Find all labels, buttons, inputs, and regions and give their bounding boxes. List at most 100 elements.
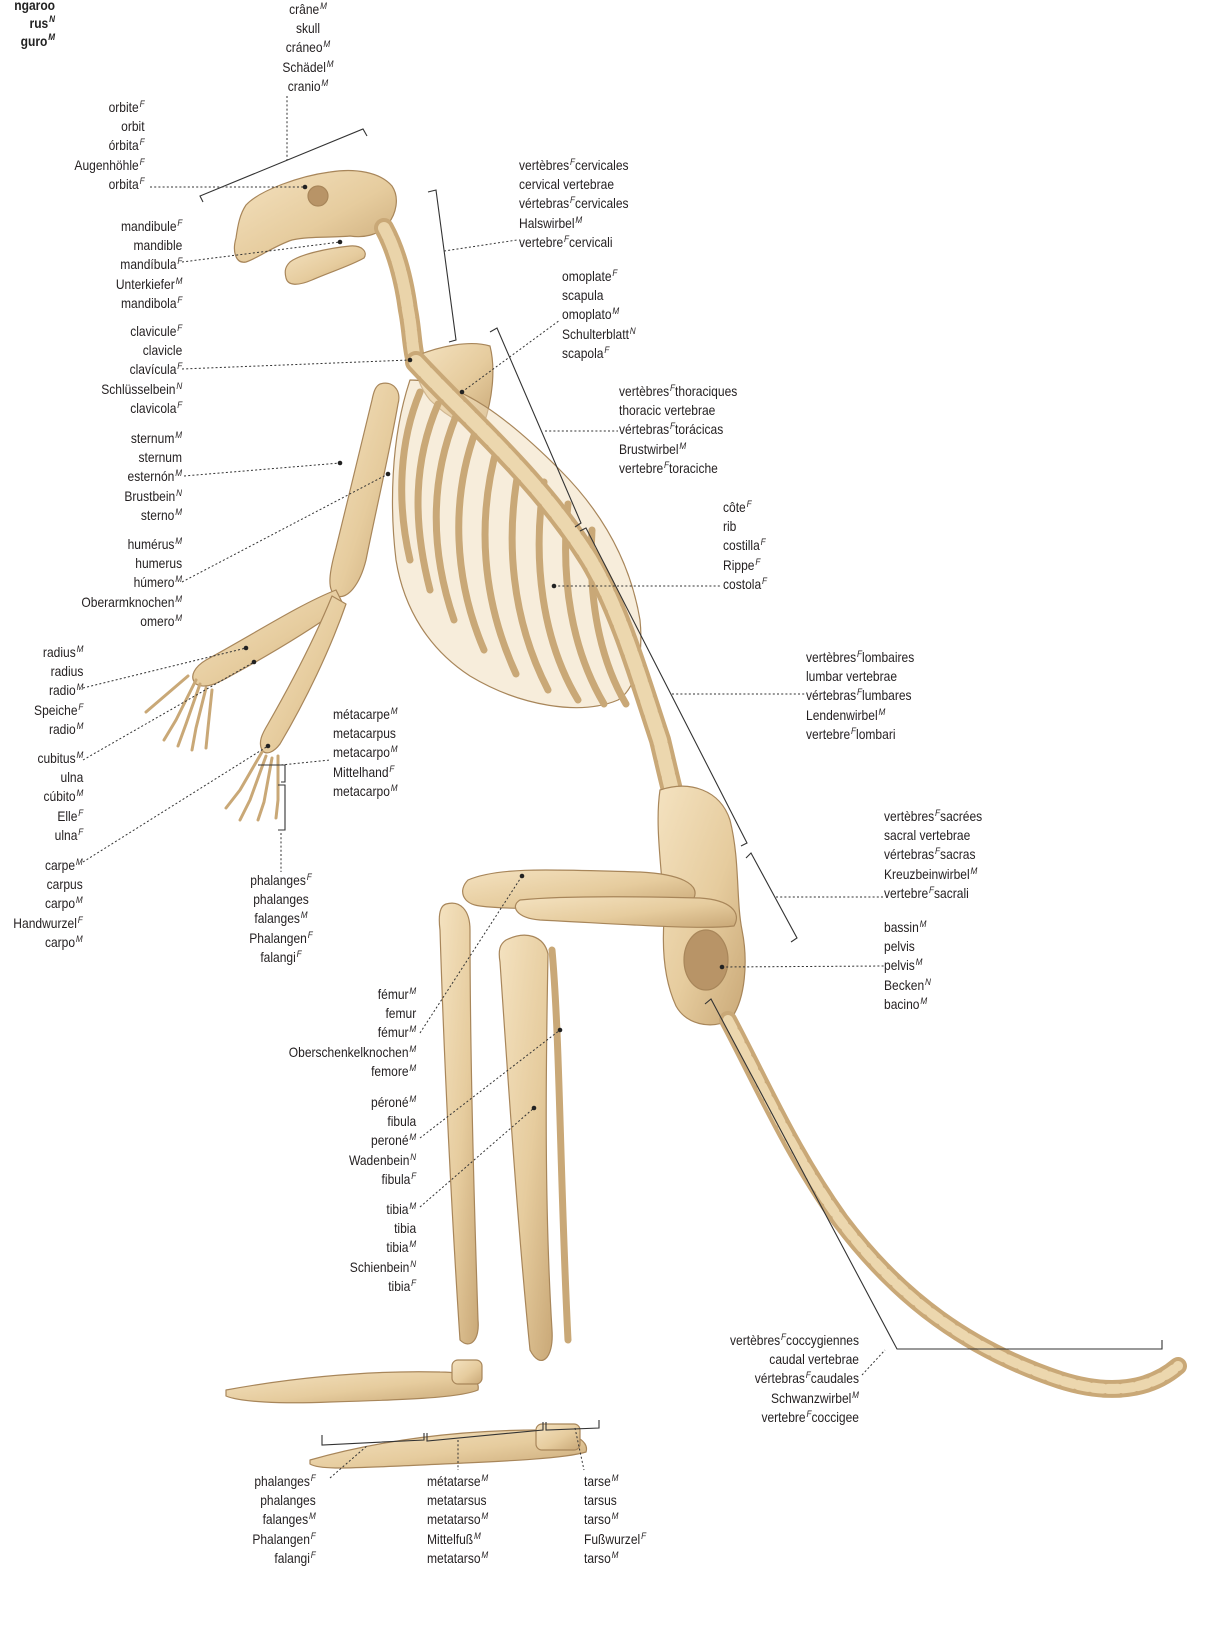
gender-marker: F bbox=[641, 1531, 646, 1542]
term-line: scapula bbox=[562, 286, 636, 305]
term-line: clavicolaF bbox=[101, 399, 182, 418]
gender-marker: M bbox=[575, 215, 582, 226]
label-clavicle: claviculeFclavicleclavículaFSchlüsselbei… bbox=[101, 322, 182, 418]
term-text: phalanges bbox=[255, 1473, 311, 1489]
term-line: carpoM bbox=[14, 894, 83, 913]
gender-marker: F bbox=[177, 295, 182, 306]
term-line: metacarpus bbox=[333, 724, 398, 743]
term-text: vertèbres bbox=[884, 808, 934, 824]
term-line: vertebreFtoraciche bbox=[619, 459, 737, 478]
term-text: caudal vertebrae bbox=[769, 1351, 859, 1367]
term-text-suffix: sacras bbox=[940, 846, 975, 862]
term-text: sternum bbox=[131, 430, 174, 446]
term-text: phalanges bbox=[260, 1492, 316, 1508]
term-line: cúbitoM bbox=[37, 787, 83, 806]
gender-marker: F bbox=[311, 1473, 316, 1484]
term-text: Schädel bbox=[282, 59, 326, 75]
term-line: sternoM bbox=[124, 506, 182, 525]
term-line: carpoM bbox=[14, 933, 83, 952]
gender-marker: M bbox=[76, 788, 83, 799]
orbit-hole bbox=[308, 186, 328, 206]
term-text: vertèbres bbox=[619, 383, 669, 399]
term-text: vértebras bbox=[884, 846, 934, 862]
label-rib: côteFribcostillaFRippeFcostolaF bbox=[723, 498, 767, 594]
term-line: tarseM bbox=[584, 1472, 646, 1491]
label-radius: radiusMradiusradioMSpeicheFradioM bbox=[34, 643, 83, 739]
gender-marker: F bbox=[857, 649, 862, 660]
title-line: ngaroo bbox=[0, 0, 55, 14]
term-line: métacarpeM bbox=[333, 705, 398, 724]
term-text: tarsus bbox=[584, 1492, 617, 1508]
term-line: ulnaF bbox=[37, 826, 83, 845]
term-line: falangiF bbox=[238, 948, 324, 967]
gender-marker: M bbox=[474, 1531, 481, 1542]
term-text: húmero bbox=[134, 574, 175, 590]
mandible-shape bbox=[285, 246, 365, 284]
term-line: metacarpoM bbox=[333, 782, 398, 801]
gender-marker: M bbox=[309, 1511, 316, 1522]
gender-marker: M bbox=[76, 895, 83, 906]
term-line: SchlüsselbeinN bbox=[101, 380, 182, 399]
gender-marker: F bbox=[762, 576, 767, 587]
gender-marker: F bbox=[781, 1332, 786, 1343]
term-line: costolaF bbox=[723, 575, 767, 594]
term-line: metatarsus bbox=[427, 1491, 488, 1510]
gender-marker: M bbox=[878, 707, 885, 718]
term-text-suffix: sacrées bbox=[940, 808, 982, 824]
term-text: metatarsus bbox=[427, 1492, 487, 1508]
term-text-suffix: sacrali bbox=[934, 885, 969, 901]
term-line: bacinoM bbox=[884, 995, 931, 1014]
gender-marker: M bbox=[391, 706, 398, 717]
term-line: fémurM bbox=[289, 985, 416, 1004]
label-foot-phalanges: phalangesFphalangesfalangesMPhalangenFfa… bbox=[253, 1472, 316, 1568]
term-text: orbita bbox=[109, 176, 139, 192]
term-text: Unterkiefer bbox=[115, 276, 174, 292]
term-line: ulna bbox=[37, 768, 83, 787]
term-line: fibulaF bbox=[349, 1170, 416, 1189]
term-text: phalanges bbox=[250, 872, 306, 888]
term-line: mandibolaF bbox=[115, 294, 182, 313]
term-line: órbitaF bbox=[75, 136, 145, 155]
term-line: clavicle bbox=[101, 341, 182, 360]
tibia-front bbox=[439, 903, 478, 1344]
gender-marker: M bbox=[920, 919, 927, 930]
term-text: Augenhöhle bbox=[75, 157, 139, 173]
gender-marker: F bbox=[78, 915, 83, 926]
label-sternum: sternumMsternumesternónMBrustbeinNsterno… bbox=[124, 429, 182, 525]
term-text: Rippe bbox=[723, 557, 754, 573]
term-line: vértebrasFtorácicas bbox=[619, 420, 737, 439]
gender-marker: F bbox=[389, 764, 394, 775]
term-line: péronéM bbox=[349, 1093, 416, 1112]
label-skull: crâneMskullcráneoMSchädelMcranioM bbox=[274, 0, 343, 96]
gender-marker: N bbox=[176, 381, 182, 392]
gender-marker: M bbox=[409, 1094, 416, 1105]
term-line: PhalangenF bbox=[238, 929, 324, 948]
term-text: Halswirbel bbox=[519, 215, 575, 231]
term-line: SchädelM bbox=[274, 58, 343, 77]
gender-marker: M bbox=[481, 1550, 488, 1561]
term-text: peroné bbox=[371, 1132, 408, 1148]
term-text: vértebras bbox=[519, 195, 569, 211]
term-line: vertèbresFthoraciques bbox=[619, 382, 737, 401]
term-line: orbiteF bbox=[75, 98, 145, 117]
term-line: vertebreFcervicali bbox=[519, 233, 629, 252]
term-line: claviculeF bbox=[101, 322, 182, 341]
term-line: métatarseM bbox=[427, 1472, 488, 1491]
gender-marker: F bbox=[411, 1171, 416, 1182]
term-line: BeckenN bbox=[884, 976, 931, 995]
term-line: FußwurzelF bbox=[584, 1530, 646, 1549]
term-line: falangesM bbox=[253, 1510, 316, 1529]
term-line: WadenbeinN bbox=[349, 1151, 416, 1170]
term-line: mandibuleF bbox=[115, 217, 182, 236]
gender-marker: M bbox=[971, 866, 978, 877]
term-line: omoplateF bbox=[562, 267, 636, 286]
gender-marker: F bbox=[411, 1278, 416, 1289]
term-text: vértebras bbox=[806, 687, 856, 703]
term-text: Handwurzel bbox=[14, 915, 78, 931]
term-text-suffix: caudales bbox=[811, 1370, 859, 1386]
term-text: Schienbein bbox=[350, 1259, 410, 1275]
term-line: bassinM bbox=[884, 918, 931, 937]
label-scapula: omoplateFscapulaomoplatoMSchulterblattNs… bbox=[562, 267, 636, 363]
term-text: bassin bbox=[884, 919, 919, 935]
term-line: phalanges bbox=[238, 890, 324, 909]
